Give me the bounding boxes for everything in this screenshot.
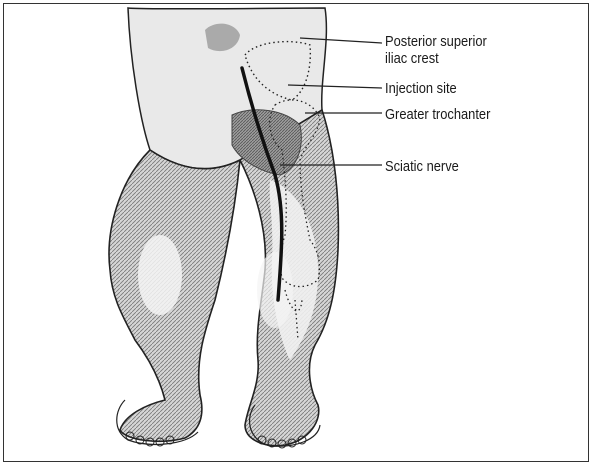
label-greater-trochanter: Greater trochanter (385, 106, 490, 123)
label-line-1: Posterior superior (385, 33, 487, 50)
label-injection-site: Injection site (385, 80, 457, 97)
label-line-2: iliac crest (385, 50, 487, 67)
label-sciatic-nerve: Sciatic nerve (385, 158, 459, 175)
label-posterior-superior-iliac-crest: Posterior superior iliac crest (385, 33, 487, 67)
